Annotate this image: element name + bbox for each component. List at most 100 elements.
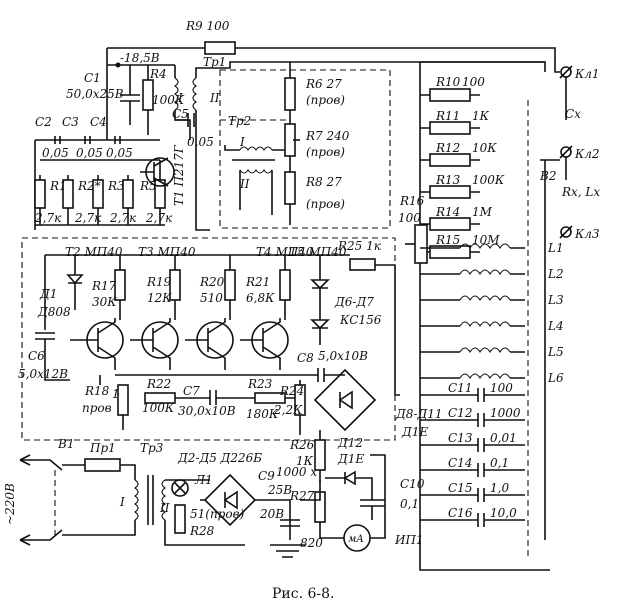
- label-l5: L5: [547, 345, 564, 359]
- label-c12: С12: [448, 406, 472, 420]
- label-r11: R11: [435, 109, 460, 123]
- label-r4: R4: [149, 67, 167, 81]
- label-b2: В2: [539, 169, 556, 183]
- label-tr3-w2: II: [159, 501, 170, 515]
- label-tr3: Тр3: [140, 441, 164, 455]
- label-d1: Д1: [39, 287, 57, 301]
- label-c14-value: 0,1: [490, 456, 509, 470]
- resistor-r28: [174, 504, 186, 534]
- resistor-r24: [294, 384, 306, 416]
- label-l6: L6: [547, 371, 564, 385]
- label-c14: С14: [448, 456, 472, 470]
- label-d67: Д6-Д7: [334, 295, 374, 309]
- label-r13: R13: [435, 173, 461, 187]
- label-r13-value: 100К: [472, 173, 505, 187]
- label-c6-value: 5,0x12В: [18, 367, 68, 381]
- label-r1-value: 2,7к: [34, 211, 62, 225]
- label-r23-value: 180К: [246, 407, 279, 421]
- label-c1-value: 50,0x25В: [66, 87, 124, 101]
- label-r28-value: 51(пров): [190, 507, 245, 521]
- transistor-t5: [240, 318, 289, 370]
- label-c13-value: 0,01: [490, 431, 517, 445]
- label-c16-value: 10,0: [490, 506, 517, 520]
- label-c15: С15: [448, 481, 472, 495]
- label-r15: R15: [435, 233, 460, 247]
- label-c9-value-b: 25В: [267, 483, 292, 497]
- resistor-r11: [429, 121, 471, 135]
- label-rxlx: Rх, Lх: [561, 185, 600, 199]
- resistor-r9: [204, 41, 236, 55]
- label-r12: R12: [435, 141, 460, 155]
- label-c9: С9: [258, 469, 275, 483]
- label-r6-note: (пров): [306, 93, 345, 107]
- label-r14-value: 1М: [472, 205, 493, 219]
- label-r27: R27: [289, 489, 315, 503]
- label-d811-type: Д1Е: [401, 425, 428, 439]
- label-l2: L2: [547, 267, 564, 281]
- label-c13: С13: [448, 431, 473, 445]
- label-d811: Д8-Д11: [395, 407, 442, 421]
- label-r22-value: 100К: [142, 401, 175, 415]
- label-r2-value: 2,7к: [74, 211, 102, 225]
- label-c4-value: 0,05: [106, 146, 133, 160]
- figure-caption: Рис. 6-8.: [272, 586, 335, 602]
- label-cx: Сх: [565, 107, 581, 121]
- label-c6: С6: [28, 349, 45, 363]
- label-r9: R9 100: [185, 19, 230, 33]
- label-l1: Л1: [194, 473, 213, 487]
- label-r10-value: 100: [462, 75, 485, 89]
- amplifier-section: Т2 МП40 Т3 МП40 Т4 МП40 Т5 МП40 R25 1к Д…: [18, 237, 442, 552]
- label-kl2: Кл2: [574, 147, 600, 161]
- label-diodes: Д2-Д5 Д226Б: [177, 451, 262, 465]
- label-c4: С4: [90, 115, 107, 129]
- fuse-pr1: [84, 458, 121, 472]
- label-tr2-w1: I: [239, 135, 245, 149]
- label-r18-value-a: 1: [112, 387, 120, 401]
- label-c10: С10: [400, 477, 425, 491]
- label-d12-type: Д1Е: [337, 452, 364, 466]
- bridge-d2-d5: [203, 473, 257, 527]
- label-r15-value: 10М: [472, 233, 500, 247]
- label-r16: R16: [399, 194, 425, 208]
- lamp-l1: [171, 479, 189, 497]
- label-r19-value: 12К: [147, 291, 172, 305]
- label-c10-value: 0,1: [400, 497, 419, 511]
- label-r14: R14: [435, 205, 460, 219]
- label-kl1: Кл1: [574, 67, 600, 81]
- label-d12: Д12: [337, 436, 363, 450]
- label-tr2-w2: II: [239, 177, 250, 191]
- label-r7: R7 240: [305, 129, 350, 143]
- resistor-r6: [284, 77, 296, 111]
- resistor-r0: [34, 179, 46, 209]
- resistor-r8: [284, 171, 296, 205]
- top-supply-section: R9 100 -18,5В С1 50,0x25В R4 100К Тр1 I …: [34, 19, 560, 231]
- label-r24: R24: [279, 384, 304, 398]
- label-tr2: Тр2: [228, 114, 251, 128]
- label-r18-value-b: пров: [82, 401, 112, 415]
- transistor-t3: [130, 318, 179, 370]
- resistor-r15: [429, 245, 471, 259]
- label-c5-value: 0,05: [187, 135, 214, 149]
- resistor-r20: [224, 269, 236, 301]
- label-r10: R10: [435, 75, 461, 89]
- resistor-r14: [429, 217, 471, 231]
- label-c8: С8: [297, 351, 314, 365]
- label-kl3: Кл3: [574, 227, 600, 241]
- resistor-r26: [314, 439, 326, 471]
- label-c7-value: 30,0x10В: [178, 404, 236, 418]
- label-r21: R21: [245, 275, 270, 289]
- power-supply-section: ~220В В1 Пр1 Тр3 I II Д2-Д5 Д226Б Л1 R28…: [3, 437, 321, 558]
- label-c2: С2: [35, 115, 52, 129]
- label-r12-value: 10К: [472, 141, 497, 155]
- label-d1-type: Д808: [37, 305, 71, 319]
- resistor-r4: [142, 79, 154, 111]
- label-r25: R25 1к: [337, 239, 382, 253]
- label-tr1-w2: II: [209, 91, 220, 105]
- label-r20: R20: [199, 275, 225, 289]
- resistor-r5: [154, 179, 166, 209]
- label-c12-value: 1000: [490, 406, 521, 420]
- transistor-t2: [70, 318, 124, 370]
- label-r27-value: 820: [300, 536, 323, 550]
- range-section: R10 100 R11 1К R12 10К R13 100К R14 1М R…: [398, 61, 600, 571]
